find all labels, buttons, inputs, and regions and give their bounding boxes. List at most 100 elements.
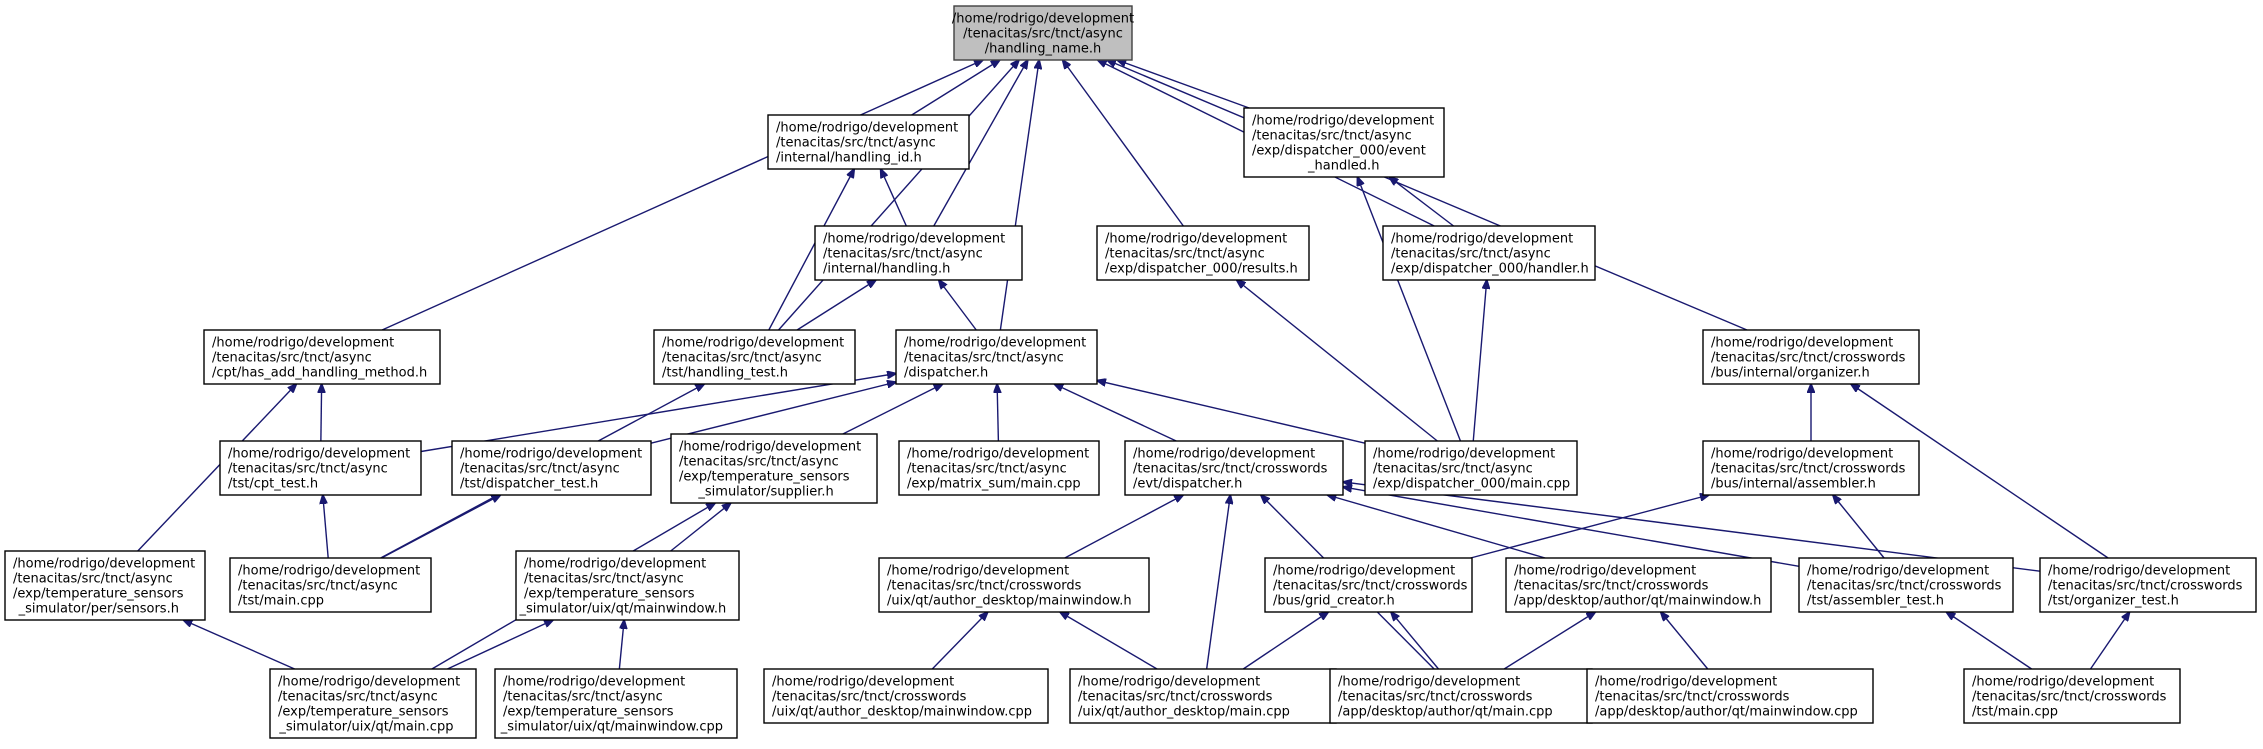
node-box bbox=[1702, 329, 1920, 385]
node-assembler[interactable]: /home/rodrigo/development/tenacitas/src/… bbox=[1702, 440, 1920, 496]
node-box bbox=[814, 225, 1023, 281]
node-label-line: /exp/temperature_sensors bbox=[679, 470, 850, 485]
node-box bbox=[219, 440, 422, 496]
node-label-line: /home/rodrigo/development bbox=[1105, 232, 1287, 247]
node-label-line: /home/rodrigo/development bbox=[1273, 564, 1455, 579]
node-label-line: /cpt/has_add_handling_method.h bbox=[212, 366, 427, 381]
node-label-line: /home/rodrigo/development bbox=[907, 447, 1089, 462]
node-assembler_test[interactable]: /home/rodrigo/development/tenacitas/src/… bbox=[1798, 557, 2014, 613]
node-label-line: /home/rodrigo/development bbox=[1338, 675, 1520, 690]
node-has_add[interactable]: /home/rodrigo/development/tenacitas/src/… bbox=[203, 329, 441, 385]
edge-author_desktop_main-to-author_desktop_mw_h bbox=[1060, 612, 1158, 670]
node-tst_main[interactable]: /home/rodrigo/development/tenacitas/src/… bbox=[229, 557, 432, 613]
node-author_desktop_mw_cpp[interactable]: /home/rodrigo/development/tenacitas/src/… bbox=[763, 668, 1049, 724]
node-dispatcher_test[interactable]: /home/rodrigo/development/tenacitas/src/… bbox=[451, 440, 652, 496]
node-results[interactable]: /home/rodrigo/development/tenacitas/src/… bbox=[1096, 225, 1310, 281]
node-label-line: /home/rodrigo/development bbox=[2048, 564, 2230, 579]
node-label-line: /tenacitas/src/tnct/crosswords bbox=[1711, 351, 1906, 366]
node-handling_test[interactable]: /home/rodrigo/development/tenacitas/src/… bbox=[653, 329, 856, 385]
edge-crosswords_tst_main-to-organizer_test bbox=[2089, 612, 2129, 670]
node-label-line: /tst/main.cpp bbox=[1972, 705, 2058, 720]
node-dispatcher[interactable]: /home/rodrigo/development/tenacitas/src/… bbox=[895, 329, 1098, 385]
edge-disp000_main-to-handler bbox=[1472, 280, 1486, 442]
node-box bbox=[203, 329, 441, 385]
node-label-line: /tenacitas/src/tnct/async bbox=[278, 690, 438, 705]
edge-matrix_sum-to-dispatcher bbox=[997, 384, 998, 442]
edge-has_add-to-root bbox=[381, 60, 983, 331]
node-label-line: /tst/main.cpp bbox=[238, 594, 324, 609]
node-box bbox=[1798, 557, 2014, 613]
node-label-line: /exp/temperature_sensors bbox=[278, 705, 449, 720]
node-label-line: /tenacitas/src/tnct/async bbox=[228, 462, 388, 477]
node-supplier[interactable]: /home/rodrigo/development/tenacitas/src/… bbox=[670, 433, 878, 504]
node-app_author_main[interactable]: /home/rodrigo/development/tenacitas/src/… bbox=[1329, 668, 1593, 724]
node-label-line: /home/rodrigo/development bbox=[238, 564, 420, 579]
node-label-line: /exp/temperature_sensors bbox=[503, 705, 674, 720]
node-disp000_main[interactable]: /home/rodrigo/development/tenacitas/src/… bbox=[1364, 440, 1578, 496]
node-label-line: /app/desktop/author/qt/main.cpp bbox=[1338, 705, 1553, 720]
node-label-line: /tenacitas/src/tnct/crosswords bbox=[1711, 462, 1906, 477]
node-box bbox=[1963, 668, 2181, 724]
node-app_author_mw_cpp[interactable]: /home/rodrigo/development/tenacitas/src/… bbox=[1586, 668, 1874, 724]
node-uix_mainwindow_cpp[interactable]: /home/rodrigo/development/tenacitas/src/… bbox=[494, 668, 738, 739]
node-label-line: /internal/handling.h bbox=[823, 262, 950, 277]
node-box bbox=[229, 557, 432, 613]
node-label-line: /home/rodrigo/development bbox=[772, 675, 954, 690]
node-box bbox=[1702, 440, 1920, 496]
node-grid_creator[interactable]: /home/rodrigo/development/tenacitas/src/… bbox=[1264, 557, 1473, 613]
node-uix_mainwindow_h[interactable]: /home/rodrigo/development/tenacitas/src/… bbox=[515, 550, 740, 621]
node-handler[interactable]: /home/rodrigo/development/tenacitas/src/… bbox=[1382, 225, 1596, 281]
node-author_desktop_mw_h[interactable]: /home/rodrigo/development/tenacitas/src/… bbox=[878, 557, 1150, 613]
node-organizer_test[interactable]: /home/rodrigo/development/tenacitas/src/… bbox=[2039, 557, 2257, 613]
node-uix_main[interactable]: /home/rodrigo/development/tenacitas/src/… bbox=[269, 668, 477, 739]
node-label-line: /tenacitas/src/tnct/async bbox=[1105, 247, 1265, 262]
node-event_handled[interactable]: /home/rodrigo/development/tenacitas/src/… bbox=[1243, 107, 1445, 178]
node-label-line: /tst/handling_test.h bbox=[662, 366, 788, 381]
node-label-line: /tenacitas/src/tnct/async bbox=[524, 572, 684, 587]
node-matrix_sum[interactable]: /home/rodrigo/development/tenacitas/src/… bbox=[898, 440, 1100, 496]
node-label-line: /app/desktop/author/qt/mainwindow.cpp bbox=[1595, 705, 1858, 720]
node-label-line: /home/rodrigo/development bbox=[1133, 447, 1315, 462]
node-organizer[interactable]: /home/rodrigo/development/tenacitas/src/… bbox=[1702, 329, 1920, 385]
node-box bbox=[1505, 557, 1772, 613]
edge-uix_main-to-sensors bbox=[183, 620, 295, 670]
node-label-line: /home/rodrigo/development bbox=[679, 440, 861, 455]
node-label-line: /home/rodrigo/development bbox=[1373, 447, 1555, 462]
node-box bbox=[269, 668, 477, 739]
edge-handling_test-to-internal_handling bbox=[796, 280, 876, 331]
node-label-line: /home/rodrigo/development bbox=[904, 336, 1086, 351]
node-internal_handling[interactable]: /home/rodrigo/development/tenacitas/src/… bbox=[814, 225, 1023, 281]
node-sensors[interactable]: /home/rodrigo/development/tenacitas/src/… bbox=[4, 550, 206, 621]
edge-author_desktop_main-to-evt_dispatcher bbox=[1205, 495, 1231, 670]
edge-disp000_main-to-event_handled bbox=[1357, 177, 1462, 442]
node-label-line: /home/rodrigo/development bbox=[524, 557, 706, 572]
node-label-line: /home/rodrigo/development bbox=[1078, 675, 1260, 690]
node-label-line: /tst/cpt_test.h bbox=[228, 477, 318, 492]
node-label-line: /home/rodrigo/development bbox=[278, 675, 460, 690]
edge-app_author_main-to-grid_creator bbox=[1391, 612, 1440, 670]
node-crosswords_tst_main[interactable]: /home/rodrigo/development/tenacitas/src/… bbox=[1963, 668, 2181, 724]
edge-internal_handling-to-handling_id bbox=[881, 169, 907, 227]
node-label-line: /tenacitas/src/tnct/crosswords bbox=[2048, 579, 2243, 594]
edge-sensors-to-has_add bbox=[137, 384, 297, 552]
node-app_author_mw_h[interactable]: /home/rodrigo/development/tenacitas/src/… bbox=[1505, 557, 1772, 613]
node-cpt_test[interactable]: /home/rodrigo/development/tenacitas/src/… bbox=[219, 440, 422, 496]
node-root[interactable]: /home/rodrigo/development/tenacitas/src/… bbox=[952, 5, 1134, 61]
node-label-line: /tenacitas/src/tnct/crosswords bbox=[1078, 690, 1273, 705]
node-label-line: _simulator/uix/qt/mainwindow.h bbox=[519, 602, 727, 617]
node-label-line: /tenacitas/src/tnct/async bbox=[1252, 129, 1412, 144]
node-label-line: /home/rodrigo/development bbox=[662, 336, 844, 351]
edge-cpt_test-to-dispatcher bbox=[420, 374, 896, 453]
node-label-line: /home/rodrigo/development bbox=[952, 12, 1134, 27]
node-author_desktop_main[interactable]: /home/rodrigo/development/tenacitas/src/… bbox=[1069, 668, 1337, 724]
node-box bbox=[1364, 440, 1578, 496]
node-label-line: /tst/organizer_test.h bbox=[2048, 594, 2179, 609]
edge-app_author_main-to-app_author_mw_h bbox=[1503, 612, 1595, 670]
edge-supplier-to-dispatcher bbox=[842, 384, 943, 435]
node-handling_id[interactable]: /home/rodrigo/development/tenacitas/src/… bbox=[767, 114, 970, 170]
node-label-line: /home/rodrigo/development bbox=[1972, 675, 2154, 690]
node-box bbox=[1069, 668, 1337, 724]
edge-organizer_test-to-organizer bbox=[1851, 384, 2109, 559]
node-evt_dispatcher[interactable]: /home/rodrigo/development/tenacitas/src/… bbox=[1124, 440, 1344, 496]
node-label-line: /exp/dispatcher_000/main.cpp bbox=[1373, 477, 1570, 492]
